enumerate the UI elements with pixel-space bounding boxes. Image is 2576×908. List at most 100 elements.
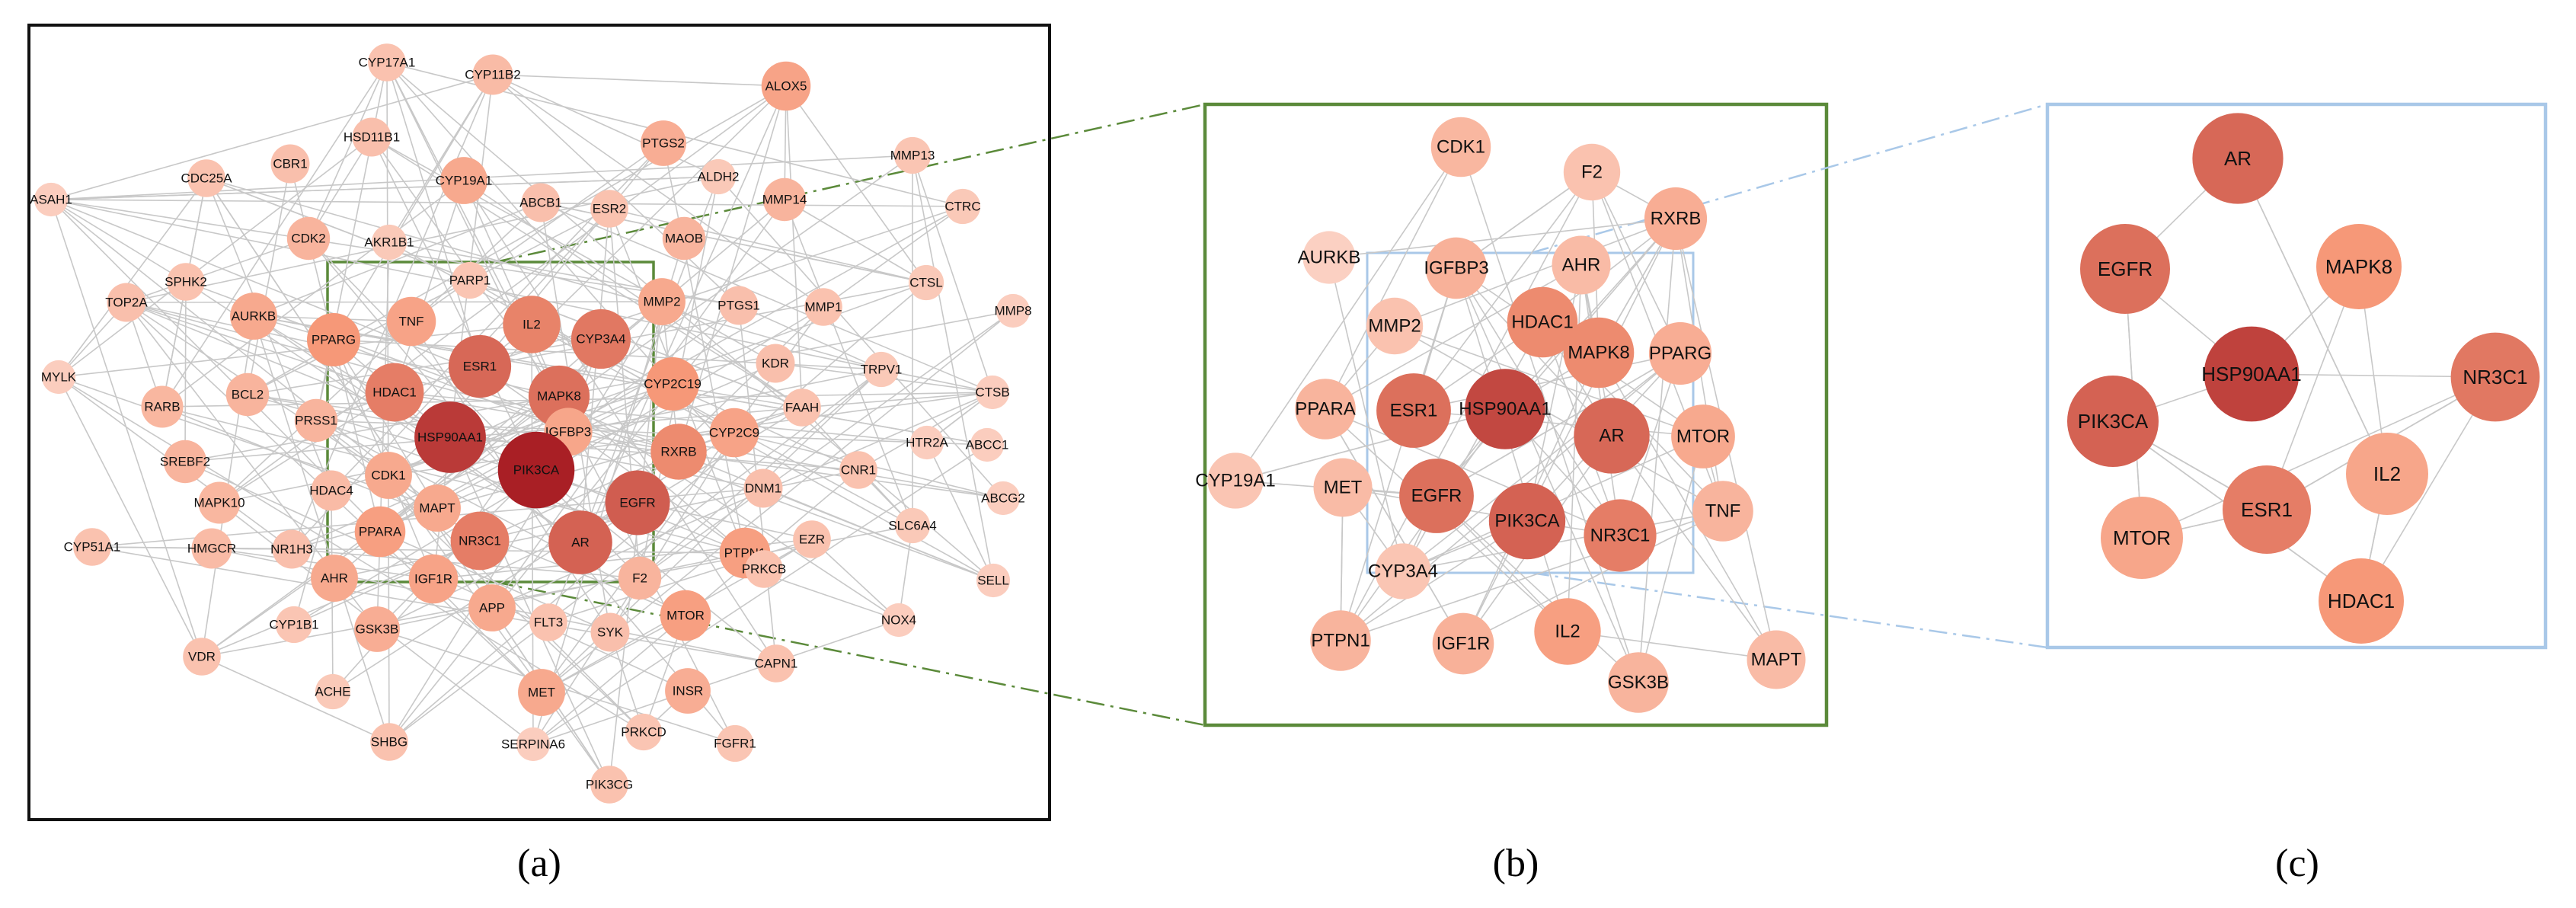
node-label: BCL2 — [232, 388, 264, 402]
network-edge — [1611, 435, 1777, 660]
node-label: EGFR — [619, 496, 655, 510]
node-ppara: PPARA — [354, 506, 406, 558]
node-circle — [756, 344, 795, 383]
node-circle — [503, 296, 561, 353]
node-abcb1: ABCB1 — [519, 183, 562, 222]
node-hsp90aa1: HSP90AA1 — [2201, 326, 2302, 422]
node-circle — [548, 510, 612, 574]
node-circle — [286, 216, 331, 261]
node-circle — [73, 528, 111, 566]
node-label: HMGCR — [187, 542, 236, 556]
node-abcc1: ABCC1 — [966, 427, 1008, 462]
network-edge — [1413, 353, 1681, 411]
network-edge — [333, 339, 569, 433]
node-circle — [1552, 235, 1611, 295]
panel-b-frame — [1203, 102, 1829, 727]
node-mmp13: MMP13 — [890, 136, 935, 174]
node-label: PARP1 — [449, 273, 491, 288]
node-ctsb: CTSB — [975, 375, 1010, 410]
network-edge — [201, 525, 913, 657]
node-alox5: ALOX5 — [761, 61, 811, 111]
node-cbr1: CBR1 — [270, 144, 310, 184]
node-hdac1: HDAC1 — [2319, 558, 2404, 644]
node-circle — [662, 216, 706, 261]
node-circle — [793, 520, 831, 558]
node-circle — [41, 360, 76, 395]
network-edge — [58, 177, 207, 378]
node-label: IL2 — [2373, 462, 2401, 485]
node-circle — [2223, 465, 2311, 554]
node-circle — [275, 606, 313, 644]
node-label: MAPK8 — [1568, 343, 1629, 363]
node-label: VDR — [188, 650, 216, 664]
node-circle — [590, 766, 628, 804]
node-met: MET — [518, 669, 565, 716]
node-circle — [451, 261, 489, 299]
node-esr1: ESR1 — [1376, 373, 1451, 448]
node-circle — [618, 556, 662, 600]
node-parp1: PARP1 — [449, 261, 491, 299]
network-edge — [1340, 510, 1724, 641]
node-cyp51a1: CYP51A1 — [64, 528, 121, 566]
node-circle — [1584, 499, 1657, 572]
node-circle — [996, 293, 1031, 328]
node-label: ALOX5 — [765, 79, 807, 94]
network-edge — [1436, 353, 1681, 497]
network-edge — [253, 202, 542, 317]
node-mapk8: MAPK8 — [1563, 317, 1635, 388]
network-edge — [50, 199, 994, 581]
node-circle — [1376, 373, 1451, 448]
node-circle — [1488, 482, 1566, 560]
node-cyp2c19: CYP2C19 — [644, 357, 702, 411]
node-nr3c1: NR3C1 — [450, 511, 510, 571]
network-edge — [161, 62, 388, 408]
node-prkcb: PRKCB — [742, 550, 786, 588]
connector-a-b-top — [494, 103, 1206, 264]
network-edge — [1340, 267, 1457, 641]
node-circle — [1747, 630, 1806, 689]
node-circle — [1563, 143, 1621, 201]
node-igf1r: IGF1R — [408, 554, 459, 604]
node-fgfr1: FGFR1 — [714, 724, 756, 763]
network-edge — [206, 177, 882, 370]
node-label: MAPK8 — [537, 389, 581, 404]
node-label: IGF1R — [1437, 634, 1491, 654]
network-edge — [785, 85, 927, 283]
network-edge — [1235, 146, 1462, 481]
network-edge — [1462, 510, 1724, 644]
node-circle — [625, 713, 663, 751]
node-label: NR3C1 — [2463, 366, 2527, 388]
node-label: ABCG2 — [981, 491, 1025, 506]
node-circle — [497, 431, 575, 509]
node-cyp3a4: CYP3A4 — [1368, 543, 1438, 599]
network-edge — [379, 531, 611, 633]
node-label: RXRB — [660, 445, 696, 459]
network-edge — [1436, 495, 1639, 683]
node-circle — [2080, 224, 2170, 314]
network-edge — [1456, 267, 1568, 632]
node-label: FGFR1 — [714, 737, 756, 751]
node-circle — [450, 511, 510, 571]
network-edge — [219, 202, 542, 504]
node-circle — [975, 375, 1010, 410]
node-label: PPARG — [312, 333, 356, 347]
node-cyp3a4: CYP3A4 — [570, 309, 631, 369]
node-label: CYP19A1 — [436, 174, 493, 188]
node-circle — [191, 528, 232, 569]
node-label: PIK3CA — [2078, 410, 2149, 433]
network-edge — [784, 199, 927, 283]
node-htr2a: HTR2A — [906, 425, 949, 460]
node-label: IL2 — [523, 318, 541, 332]
node-circle — [1302, 231, 1356, 284]
node-label: CYP51A1 — [64, 540, 121, 555]
node-nox4: NOX4 — [881, 603, 916, 638]
node-label: AR — [571, 536, 590, 550]
node-circle — [944, 188, 981, 225]
node-label: AR — [2224, 147, 2252, 170]
node-label: NR3C1 — [459, 534, 501, 548]
network-edge — [479, 366, 746, 554]
node-circle — [716, 724, 754, 763]
node-circle — [970, 427, 1005, 462]
node-hdac1: HDAC1 — [1507, 286, 1578, 358]
node-circle — [1399, 459, 1474, 533]
